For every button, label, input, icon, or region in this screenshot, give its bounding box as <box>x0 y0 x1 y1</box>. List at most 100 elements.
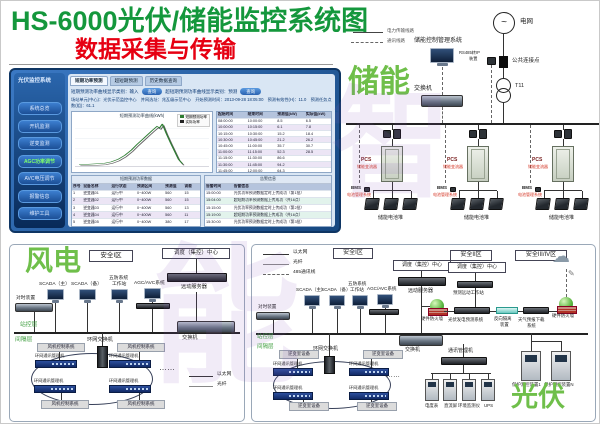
storage-switch <box>421 95 463 107</box>
turbine-ctrl-3: 风机控制系统 <box>41 400 89 409</box>
wind-linev-6 <box>152 299 153 332</box>
storage-linev-46 <box>478 125 479 130</box>
cell: 光伏功率预测数据定时上传成功（第3批） <box>233 220 305 225</box>
sidebar-item-2[interactable]: 逆变监测 <box>17 137 62 150</box>
sidebar-item-6[interactable]: 维护工具 <box>17 207 62 220</box>
legend-swatch-1 <box>180 120 185 124</box>
cell: 15:30:00 <box>206 220 221 225</box>
storage-linev-20 <box>503 68 504 78</box>
pv-line-66 <box>431 373 491 374</box>
storage-linev-38 <box>411 191 412 198</box>
watermark-glyph-1: 智 <box>331 78 451 212</box>
pv-linev-17 <box>475 273 476 281</box>
scada-tab-0[interactable]: 短期功率预测 <box>70 76 108 86</box>
cell: 序号 <box>73 184 81 189</box>
scada-app-title: 光伏监控系统 <box>18 78 52 84</box>
pcs-cabinet-2 <box>467 146 489 182</box>
cell: 15:04:00 <box>206 198 221 203</box>
storage-linev-26 <box>392 125 393 130</box>
rs485-label-1: RS485转IP <box>459 50 480 55</box>
cell: 超短期功率预测数据上传成功（共16点） <box>233 212 303 217</box>
sidebar-item-5[interactable]: 报警信息 <box>17 189 62 203</box>
wind-agc-server <box>136 303 170 309</box>
sidebar-item-3[interactable]: AGC功率调节 <box>17 154 62 168</box>
cell: 15:15:00 <box>206 205 221 210</box>
scada-tab-2[interactable]: 历史数据查询 <box>144 76 183 86</box>
query-button-1[interactable]: 查询 <box>141 88 163 95</box>
query-button-2[interactable]: 查询 <box>240 88 262 95</box>
cell: 运行中 <box>111 212 123 217</box>
wind-station-layer-label: 站控层 <box>20 322 38 328</box>
inverter-room-1: 逆变室设备 <box>279 350 319 359</box>
protection-1-label: 保护测控装置1 <box>512 382 541 387</box>
cell: 28.5 <box>305 150 314 155</box>
pv-line-80 <box>531 341 561 342</box>
cell: 30.7 <box>305 144 314 149</box>
pcc-node <box>499 56 508 68</box>
cell: 15:19:00 <box>206 212 221 217</box>
cell: 21.2 <box>277 137 285 142</box>
storage-battery-81 <box>573 198 589 210</box>
cell: 560 <box>165 205 172 210</box>
pv-station-bus <box>256 333 588 335</box>
weather-label-1: 天气预报下载 <box>518 317 545 322</box>
wind-telecontrol-server <box>167 273 227 282</box>
pv-main-switch-label: 交换机 <box>405 347 421 353</box>
storage-smalldev-49 <box>479 129 487 139</box>
weather-label-2: 系统 <box>527 323 536 328</box>
pv-scada-a-label: SCADA（主） <box>296 287 326 292</box>
cell: 12:00:00 <box>247 168 263 173</box>
cell: 10:30:00 <box>218 137 233 142</box>
inverter-room-3: 逆变室设备 <box>289 402 329 411</box>
cell: 预测值 <box>165 184 177 189</box>
storage-switch-label: 交换机 <box>414 86 433 92</box>
pv-linev-82 <box>561 341 562 351</box>
cell: 0~400W <box>136 205 152 210</box>
cell: 11:30:00 <box>218 162 233 167</box>
pv-wufang-ws <box>352 295 368 309</box>
cell: 逆变器04 <box>83 212 99 217</box>
pv-linev-70 <box>488 373 489 379</box>
scada-tab-1[interactable]: 超短期预测 <box>109 76 143 86</box>
sidebar-item-1[interactable]: 开机监测 <box>17 119 62 133</box>
cell: 告警时间 <box>206 184 222 189</box>
legend-comm-label: 通讯线路 <box>387 38 405 43</box>
cell: 逆变器02 <box>83 198 99 203</box>
sidebar-item-0[interactable]: 系统总览 <box>17 102 62 115</box>
wind-scada-b-label: SCADA（备） <box>71 282 102 287</box>
cell: 11:00:00 <box>247 144 263 149</box>
pv-linev-95 <box>371 400 372 403</box>
pv-bay-layer-label: 间隔层 <box>257 344 274 350</box>
pv-legend-485: 485通讯线 <box>293 270 316 275</box>
cell: 11:00:00 <box>218 150 233 155</box>
storage-smalldev-28 <box>383 130 391 138</box>
pv-linev-12 <box>360 305 361 333</box>
wind-main-switch <box>177 321 235 333</box>
cell: 设备名称 <box>83 184 99 189</box>
pv-legend-fiber-line <box>263 264 289 265</box>
cell: 6.1 <box>277 125 283 130</box>
cell: 13 <box>184 205 189 210</box>
cell: 15 <box>184 198 189 203</box>
protection-device-1 <box>521 351 541 381</box>
bms-label-1: BMS <box>351 185 361 190</box>
wind-dispatch-center: 调度（集控）中心 <box>162 248 230 259</box>
storage-linev-24 <box>503 103 504 123</box>
pcs-sublabel-2: 储能变流器 <box>443 164 463 169</box>
storage-smalldev-44 <box>364 187 370 192</box>
wind-linev-31 <box>102 333 103 346</box>
storage-linev-50 <box>478 139 479 146</box>
wind-telecontrol-label: 远动服务器 <box>181 284 207 290</box>
wind-agc-monitor <box>144 288 161 302</box>
cell: 64.3 <box>277 168 285 173</box>
dc-panel-label: 直流屏 <box>444 403 458 408</box>
sidebar-item-4[interactable]: AVC电压调节 <box>17 172 62 185</box>
pv-linev-89 <box>329 333 330 356</box>
wind-linev-9 <box>196 292 197 322</box>
wind-linev-34 <box>59 352 60 360</box>
pv-ring-mgr-4 <box>349 392 389 400</box>
storage-linev-37 <box>392 191 393 198</box>
pv-ring-mgr-label-1: 环网通讯管理机 <box>273 361 303 366</box>
